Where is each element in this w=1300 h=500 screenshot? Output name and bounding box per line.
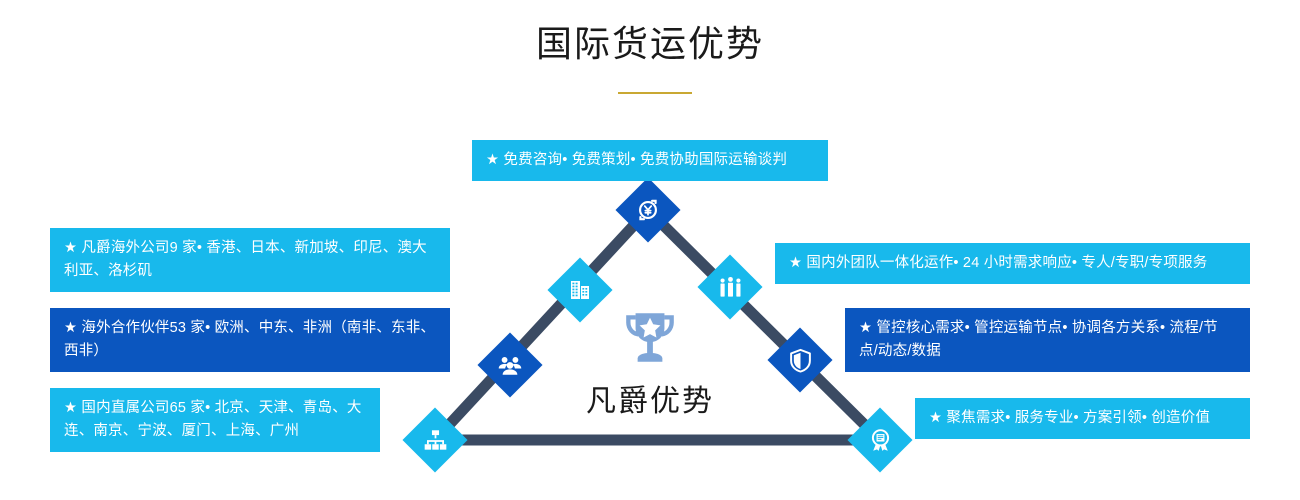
callout-right-2[interactable]: ★ 管控核心需求• 管控运输节点• 协调各方关系• 流程/节点/动态/数据 xyxy=(845,308,1250,372)
page-title: 国际货运优势 xyxy=(535,23,764,64)
node-bottom-right[interactable] xyxy=(847,407,913,473)
yuan-currency-icon xyxy=(634,196,662,224)
org-chart-icon xyxy=(421,426,449,454)
node-right-lower[interactable] xyxy=(767,327,833,393)
shield-icon xyxy=(786,346,814,374)
people-group-icon xyxy=(496,351,524,379)
team-icon xyxy=(716,273,744,301)
node-left-upper[interactable] xyxy=(547,257,613,323)
trophy-icon xyxy=(617,305,683,371)
title-underline-rule xyxy=(618,92,692,94)
node-bottom-left[interactable] xyxy=(402,407,468,473)
callout-left-2[interactable]: ★ 海外合作伙伴53 家• 欧洲、中东、非洲（南非、东非、西非） xyxy=(50,308,450,372)
callout-right-1[interactable]: ★ 国内外团队一体化运作• 24 小时需求响应• 专人/专职/专项服务 xyxy=(775,243,1250,284)
certificate-icon xyxy=(866,426,894,454)
center-label: 凡爵优势 xyxy=(586,385,714,418)
node-right-upper[interactable] xyxy=(697,254,763,320)
callout-left-3[interactable]: ★ 国内直属公司65 家• 北京、天津、青岛、大连、南京、宁波、厦门、上海、广州 xyxy=(50,388,380,452)
callout-top[interactable]: ★ 免费咨询• 免费策划• 免费协助国际运输谈判 xyxy=(472,140,828,181)
callout-right-3[interactable]: ★ 聚焦需求• 服务专业• 方案引领• 创造价值 xyxy=(915,398,1250,439)
building-icon xyxy=(566,276,594,304)
node-left-lower[interactable] xyxy=(477,332,543,398)
callout-left-1[interactable]: ★ 凡爵海外公司9 家• 香港、日本、新加坡、印尼、澳大利亚、洛杉矶 xyxy=(50,228,450,292)
node-top[interactable] xyxy=(615,177,681,243)
